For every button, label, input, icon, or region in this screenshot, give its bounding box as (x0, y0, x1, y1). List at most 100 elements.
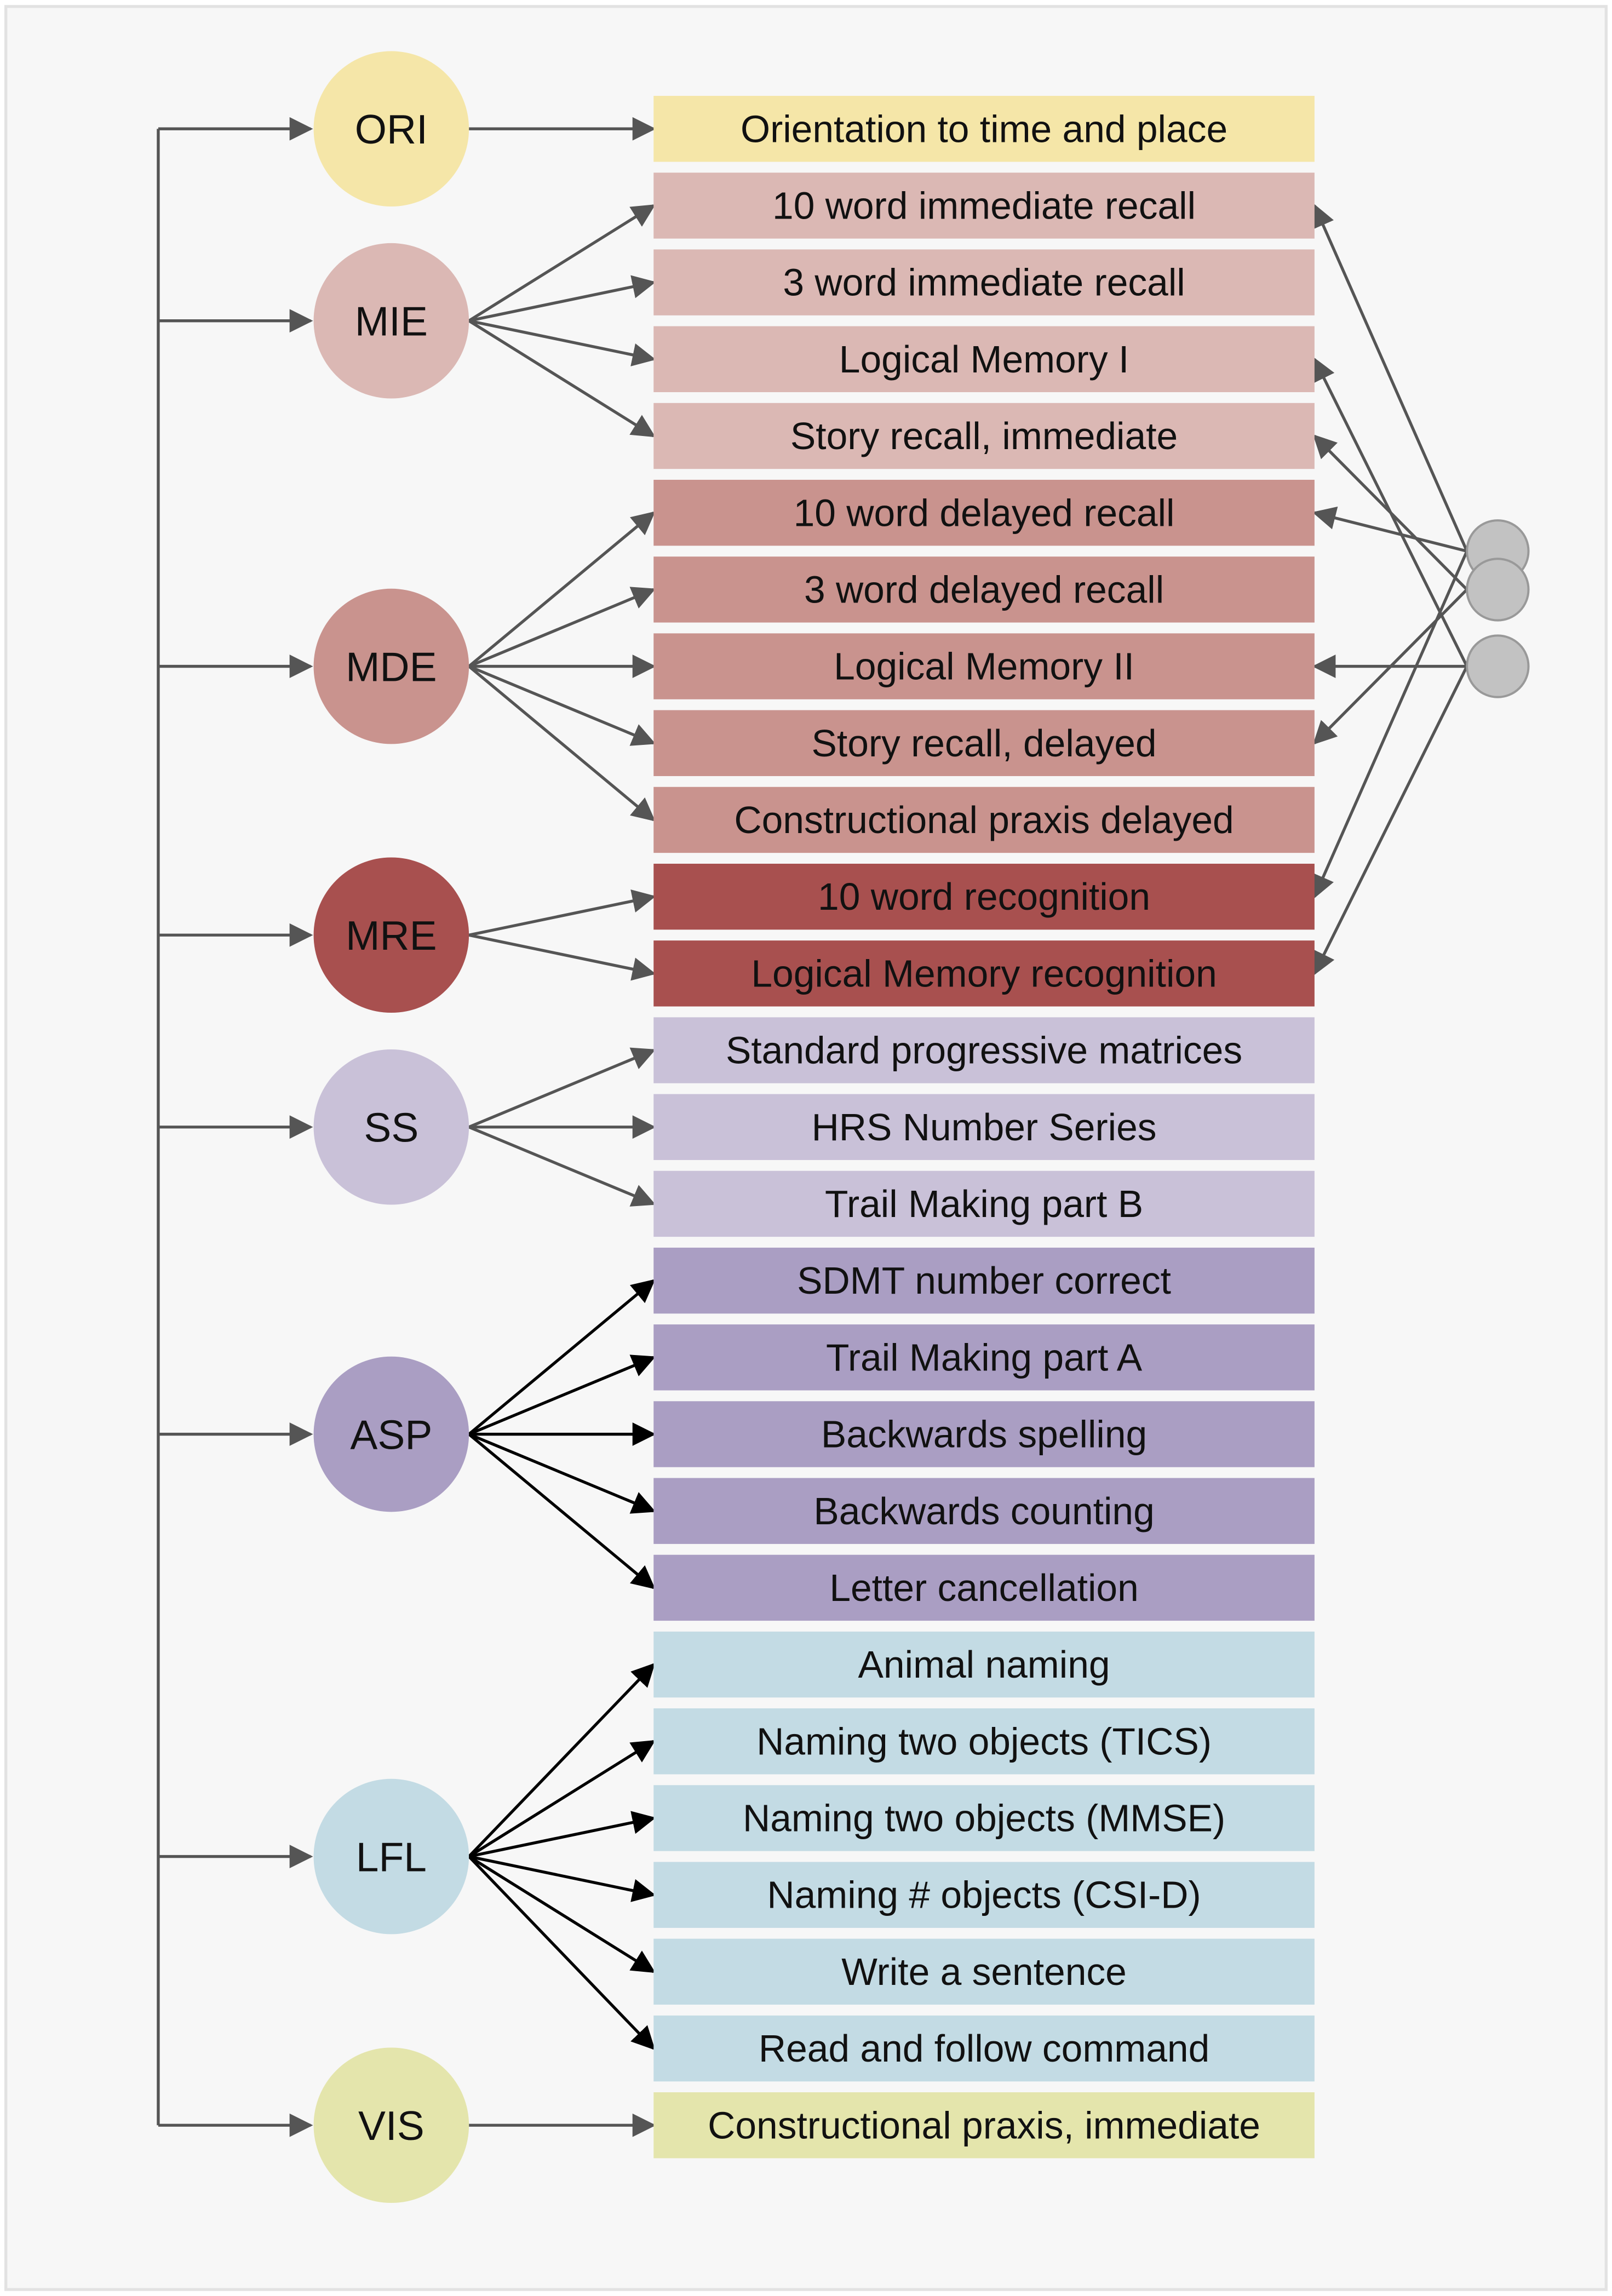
indicator-label: Standard progressive matrices (726, 1029, 1242, 1072)
indicator-box (653, 1708, 1315, 1775)
factor-layer: ORI MIE MDE MRE SS ASP LFL VIS (313, 51, 469, 2203)
indicator-label: Naming two objects (MMSE) (743, 1797, 1225, 1840)
loading-arrow (468, 1279, 656, 1436)
indicator-box (653, 249, 1315, 315)
method-factor-node (1466, 558, 1530, 622)
indicator-box (653, 1554, 1315, 1621)
indicator-label: Read and follow command (759, 2027, 1209, 2070)
indicator-label: Backwards spelling (821, 1413, 1147, 1456)
loading-arrow (468, 1433, 656, 1589)
indicator-box (653, 1631, 1315, 1698)
edge-layer (157, 117, 1468, 2137)
indicator-label: Story recall, delayed (812, 722, 1157, 765)
loading-arrow (468, 1855, 656, 1973)
indicator-label: Trail Making part B (825, 1183, 1143, 1225)
indicator-box (653, 1247, 1315, 1314)
indicator-box (653, 556, 1315, 623)
loading-arrow (468, 1740, 656, 1858)
loading-arrow (468, 1811, 656, 1858)
factor-node-asp (313, 1356, 469, 1512)
indicator-label: Logical Memory recognition (751, 952, 1217, 995)
indicator-box (653, 787, 1315, 853)
indicator-box (653, 1170, 1315, 1237)
method-loading-arrow (1313, 357, 1468, 667)
indicator-label: Write a sentence (841, 1950, 1127, 1993)
factor-node-ori (313, 51, 469, 207)
indicator-label: SDMT number correct (797, 1259, 1171, 1302)
method-loading-arrow (1312, 203, 1468, 552)
loading-arrow (468, 889, 656, 937)
indicator-box (653, 2092, 1315, 2159)
factor-node-mie (313, 243, 469, 399)
loading-arrow (468, 204, 656, 322)
indicator-box (653, 1785, 1315, 1851)
method-loading-arrow (1312, 506, 1467, 553)
method-factor-node (1466, 634, 1530, 698)
loading-arrow (468, 1126, 656, 1207)
loading-arrow (468, 1433, 656, 1514)
factor-label: ORI (355, 106, 428, 152)
loading-arrow (468, 665, 656, 746)
indicator-label: Naming # objects (CSI-D) (767, 1874, 1201, 1916)
factor-node-vis (313, 2047, 469, 2203)
factor-label: MDE (346, 644, 437, 690)
indicator-box (653, 1478, 1315, 1544)
factor-label: ASP (350, 1411, 432, 1457)
indicator-box (653, 1324, 1315, 1391)
indicator-box (653, 710, 1315, 776)
loading-arrow (468, 1354, 656, 1436)
factor-label: MRE (346, 912, 437, 958)
indicator-label: Constructional praxis, immediate (708, 2104, 1260, 2146)
indicator-box (653, 1862, 1315, 1928)
loading-arrow (468, 587, 656, 668)
loading-arrow (468, 1855, 656, 1902)
indicator-label: Trail Making part A (826, 1336, 1143, 1379)
loading-arrow (468, 1855, 656, 2051)
indicator-label: 10 word immediate recall (772, 184, 1196, 227)
loading-arrow (468, 511, 656, 668)
method-factor-layer (1466, 519, 1530, 698)
loading-arrow (468, 1663, 656, 1858)
factor-node-mre (313, 857, 469, 1013)
indicator-label: Naming two objects (TICS) (756, 1720, 1212, 1763)
indicator-box (653, 1938, 1315, 2005)
factor-label: SS (364, 1104, 418, 1150)
indicator-label: Story recall, immediate (790, 415, 1178, 457)
indicator-box (653, 1017, 1315, 1083)
factor-node-lfl (313, 1778, 469, 1935)
indicator-label: 10 word delayed recall (794, 491, 1175, 534)
indicator-box (653, 479, 1315, 546)
indicator-label: Backwards counting (813, 1490, 1154, 1532)
loading-arrow (468, 319, 656, 438)
indicator-box (653, 633, 1315, 699)
factor-label: VIS (358, 2103, 424, 2149)
indicator-box (653, 863, 1315, 930)
indicator-box (653, 940, 1315, 1007)
factor-node-ss (313, 1049, 469, 1205)
loading-arrow (468, 1047, 656, 1129)
loading-arrow (468, 319, 656, 366)
factor-node-mde (313, 588, 469, 744)
factor-label: LFL (356, 1834, 427, 1880)
factor-label: MIE (355, 298, 428, 344)
indicator-label: Letter cancellation (829, 1566, 1138, 1609)
indicator-label: Constructional praxis delayed (734, 799, 1234, 841)
indicator-box (653, 326, 1315, 393)
indicator-box (653, 96, 1315, 162)
indicator-layer: Orientation to time and place 10 word imm… (653, 96, 1315, 2159)
indicator-label: Orientation to time and place (741, 107, 1227, 150)
method-loading-arrow (1312, 550, 1468, 899)
indicator-box (653, 1401, 1315, 1467)
loading-arrow (468, 275, 656, 323)
indicator-box (653, 1094, 1315, 1160)
indicator-label: 10 word recognition (818, 875, 1150, 918)
indicator-box (653, 2015, 1315, 2082)
indicator-label: Logical Memory II (834, 645, 1134, 688)
method-loading-arrow (1313, 665, 1468, 976)
indicator-label: 3 word delayed recall (804, 568, 1164, 611)
loading-arrow (468, 933, 656, 981)
indicator-box (653, 173, 1315, 239)
indicator-label: Logical Memory I (839, 338, 1129, 381)
loading-arrow (468, 665, 656, 822)
